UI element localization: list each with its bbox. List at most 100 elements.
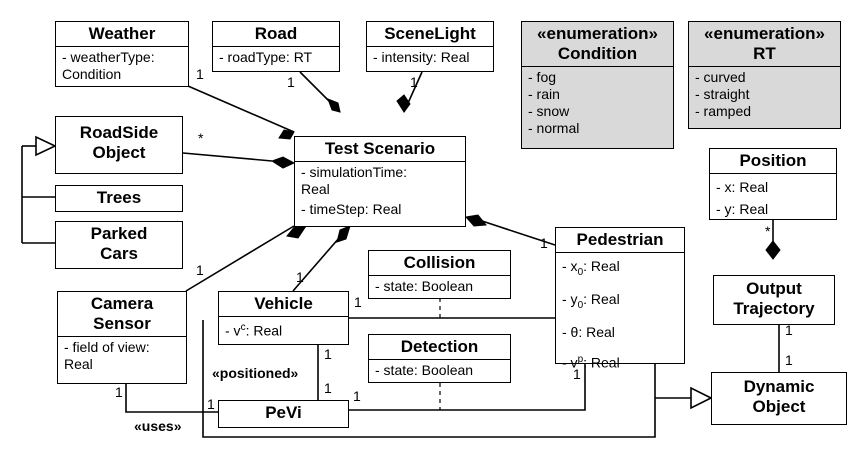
class-pevi: PeVi xyxy=(218,400,349,428)
assoc-pedestrian-testscenario xyxy=(475,218,556,246)
mult-pedestrian-bottom: 1 xyxy=(573,366,581,382)
class-pedestrian: Pedestrian - x0: Real - y0: Real - θ: Re… xyxy=(555,227,685,370)
enum-rt-value: - curved xyxy=(695,69,746,85)
diamond-road xyxy=(327,98,341,113)
diamond-position xyxy=(765,240,781,260)
class-camera-name-line1: Camera xyxy=(90,294,154,313)
attr-roadtype: - roadType: RT xyxy=(219,49,313,65)
class-pevi-name: PeVi xyxy=(265,403,302,422)
attr-vc: - vc: Real xyxy=(225,322,283,339)
enum-condition: «enumeration» Condition - fog - rain - s… xyxy=(521,21,674,149)
class-output-name-line2: Trajectory xyxy=(733,299,815,318)
enum-rt-stereotype: «enumeration» xyxy=(704,24,825,43)
attr-x: - x: Real xyxy=(716,179,769,195)
enum-condition-value: - fog xyxy=(528,69,557,85)
mult-dynamic: 1 xyxy=(785,352,793,368)
attr-weathertype-type: Condition xyxy=(62,66,122,82)
mult-camera-bottom: 1 xyxy=(115,384,123,400)
mult-scenelight: 1 xyxy=(410,74,418,90)
class-testscenario-name: Test Scenario xyxy=(295,137,465,162)
enum-condition-value: - rain xyxy=(528,86,560,102)
enum-condition-value: - snow xyxy=(528,103,570,119)
enum-condition-name: Condition xyxy=(557,44,638,63)
attr-simulationtime: - simulationTime: xyxy=(301,164,408,180)
assoc-loop xyxy=(202,320,656,438)
mult-weather: 1 xyxy=(196,66,204,82)
class-roadside-object: RoadSide Object xyxy=(55,116,183,174)
class-test-scenario: Test Scenario - simulationTime: Real - t… xyxy=(294,136,466,227)
assoc-weather-testscenario xyxy=(187,85,295,133)
label-uses: «uses» xyxy=(134,418,182,434)
class-roadside-name-line2: Object xyxy=(92,143,146,162)
enum-rt-value: - ramped xyxy=(695,103,752,119)
label-positioned: «positioned» xyxy=(212,365,299,381)
class-detection-name: Detection xyxy=(369,335,510,360)
diamond-vehicle xyxy=(336,225,351,243)
class-scenelight: SceneLight - intensity: Real xyxy=(366,21,494,72)
class-vehicle: Vehicle - vc: Real xyxy=(218,291,349,345)
class-pedestrian-name: Pedestrian xyxy=(556,228,684,253)
enum-rt-value: - straight xyxy=(695,86,750,102)
mult-vehicle-right: 1 xyxy=(354,294,362,310)
class-detection: Detection - state: Boolean xyxy=(368,334,511,383)
diamond-scenelight xyxy=(396,94,411,113)
class-parked-cars: Parked Cars xyxy=(55,221,183,269)
attr-x0: - x0: Real xyxy=(562,258,620,278)
attr-theta: - θ: Real xyxy=(562,323,615,340)
mult-pedestrian: 1 xyxy=(540,235,548,251)
attr-detection-state: - state: Boolean xyxy=(375,362,474,378)
attr-vp: - vp: Real xyxy=(562,353,620,371)
class-camera-sensor: Camera Sensor - field of view: Real xyxy=(57,291,187,384)
class-dynamic-name-line1: Dynamic xyxy=(743,377,815,396)
class-trees-name: Trees xyxy=(96,188,142,207)
class-dynamic-name-line2: Object xyxy=(752,397,806,416)
class-parked-name-line1: Parked xyxy=(90,224,148,243)
mult-camera: 1 xyxy=(196,262,204,278)
assoc-roadside-testscenario xyxy=(182,152,273,162)
diamond-weather xyxy=(278,129,295,140)
assoc-camera-testscenario xyxy=(185,225,295,292)
attr-collision-state: - state: Boolean xyxy=(375,278,474,294)
enum-rt: «enumeration» RT - curved - straight - r… xyxy=(688,21,841,129)
attr-y: - y: Real xyxy=(716,201,769,217)
class-dynamic-object: Dynamic Object xyxy=(711,372,847,425)
class-parked-name-line2: Cars xyxy=(100,244,138,263)
attr-y0: - y0: Real xyxy=(562,290,620,311)
mult-road: 1 xyxy=(287,74,295,90)
class-vehicle-name: Vehicle xyxy=(219,292,348,317)
class-road-name: Road xyxy=(213,22,339,47)
class-weather: Weather - weatherType: Condition xyxy=(55,21,189,87)
class-position: Position - x: Real - y: Real xyxy=(709,148,837,220)
assoc-camera-pevi xyxy=(125,383,218,413)
assoc-pevi-pedestrian xyxy=(349,364,586,411)
mult-vehicle-down: 1 xyxy=(324,346,332,362)
attr-weathertype: - weatherType: xyxy=(62,49,155,65)
attr-fieldofview: - field of view: xyxy=(64,339,150,355)
enum-condition-value: - normal xyxy=(528,120,580,136)
class-output-name-line1: Output xyxy=(746,279,802,298)
enum-rt-name: RT xyxy=(753,44,776,63)
mult-output: 1 xyxy=(785,322,793,338)
class-trees: Trees xyxy=(55,185,183,212)
attr-simulationtime-type: Real xyxy=(301,181,330,197)
mult-position: * xyxy=(765,223,771,239)
attr-timestep: - timeStep: Real xyxy=(301,201,402,217)
class-roadside-name-line1: RoadSide xyxy=(79,123,159,142)
enum-condition-stereotype: «enumeration» xyxy=(537,24,658,43)
class-camera-name-line2: Sensor xyxy=(93,314,151,333)
class-weather-name: Weather xyxy=(56,22,188,47)
diamond-pedestrian xyxy=(465,214,487,227)
attr-intensity: - intensity: Real xyxy=(373,49,470,65)
mult-roadside: * xyxy=(198,130,204,146)
class-road: Road - roadType: RT xyxy=(212,21,340,72)
mult-pevi-left: 1 xyxy=(207,396,215,412)
class-collision-name: Collision xyxy=(369,251,510,276)
class-output-trajectory: Output Trajectory xyxy=(713,275,835,325)
gen-triangle-dynamic xyxy=(690,386,713,410)
mult-pevi-right: 1 xyxy=(353,388,361,404)
class-position-name: Position xyxy=(710,149,836,174)
diamond-roadside xyxy=(270,156,296,169)
gen-triangle-roadside xyxy=(35,135,57,157)
